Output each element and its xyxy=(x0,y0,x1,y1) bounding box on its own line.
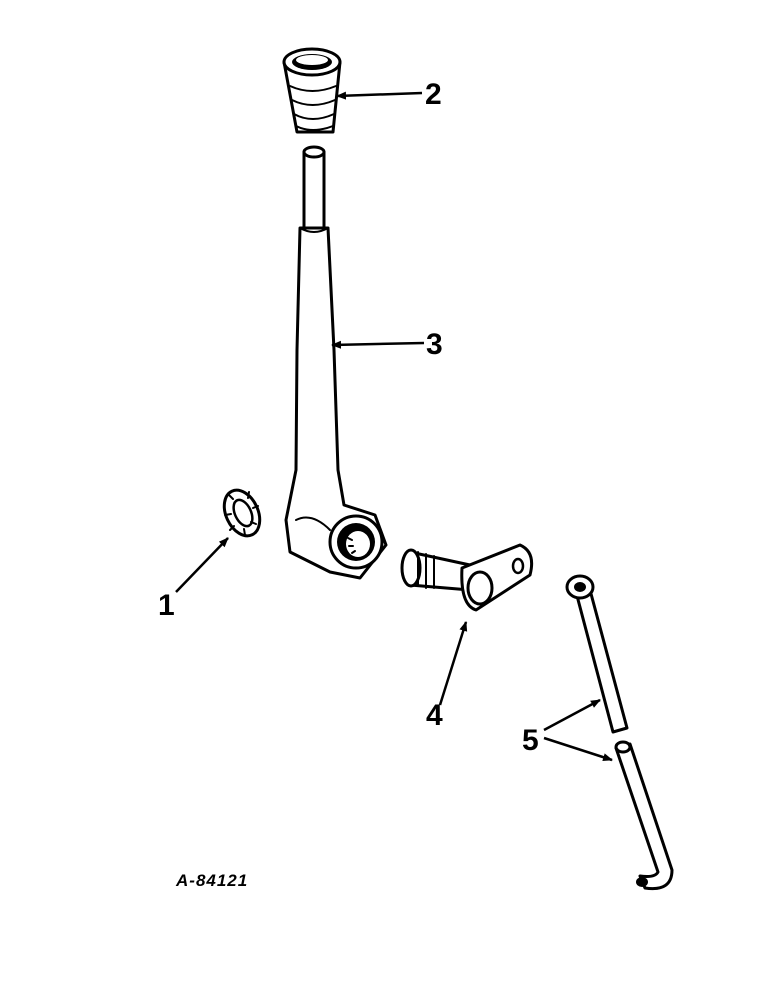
shift-lever-part xyxy=(284,145,388,580)
reference-code: A-84121 xyxy=(175,871,248,890)
upper-rod-part xyxy=(565,574,629,734)
lower-rod-part xyxy=(614,740,674,891)
knob-part xyxy=(282,47,342,134)
leader-line-5b xyxy=(543,736,613,762)
leader-line-2 xyxy=(336,91,423,100)
callout-2: 2 xyxy=(425,78,442,111)
callout-1: 1 xyxy=(158,589,175,622)
leader-line-3 xyxy=(331,340,425,349)
callout-5: 5 xyxy=(522,724,539,757)
shaft-arm-part xyxy=(400,543,534,612)
callout-3: 3 xyxy=(426,328,443,361)
callout-4: 4 xyxy=(426,699,443,732)
leader-line-1 xyxy=(175,537,229,593)
lock-washer-part xyxy=(222,488,262,538)
leader-line-5a xyxy=(543,698,601,732)
leader-line-4 xyxy=(438,621,468,706)
